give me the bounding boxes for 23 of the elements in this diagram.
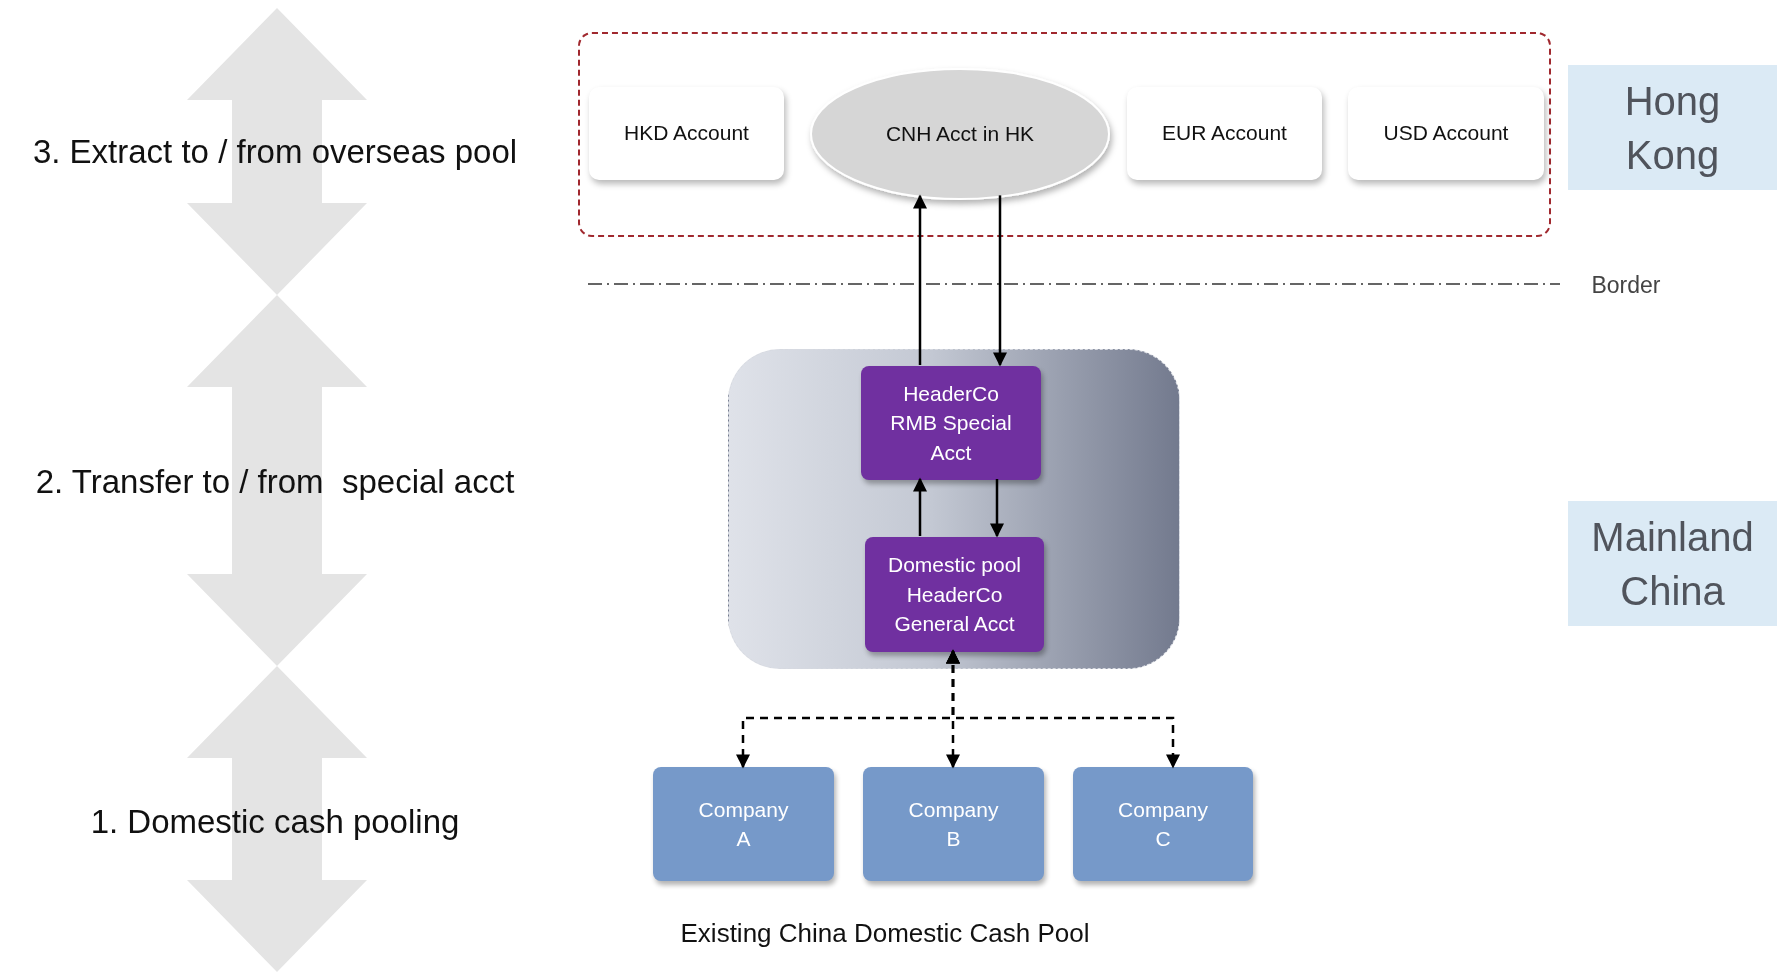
arrow [993, 195, 1007, 367]
step-label: 1. Domestic cash pooling [90, 803, 460, 841]
account-card: HKD Account [589, 87, 784, 180]
caption: Existing China Domestic Cash Pool [680, 917, 1090, 949]
arrow [913, 194, 927, 365]
account-card: EUR Account [1127, 87, 1322, 180]
arrow [990, 479, 1004, 538]
region-band: Hong Kong [1568, 65, 1777, 190]
step-label: 2. Transfer to / from special acct [35, 463, 515, 501]
company-box: Company A [653, 767, 834, 881]
pool-panel [728, 349, 1180, 669]
region-band: Mainland China [1568, 501, 1777, 626]
account-box: HeaderCo RMB Special Acct [861, 366, 1041, 480]
step-label: 3. Extract to / from overseas pool [32, 133, 518, 171]
border-label: Border [1591, 271, 1661, 299]
arrow [946, 649, 1180, 769]
company-box: Company C [1073, 767, 1253, 881]
account-box: Domestic pool HeaderCo General Acct [865, 537, 1044, 652]
region-outline [578, 32, 1551, 237]
arrow [913, 477, 927, 536]
account-ellipse: CNH Acct in HK [810, 68, 1110, 200]
account-card: USD Account [1348, 87, 1544, 180]
company-box: Company B [863, 767, 1044, 881]
